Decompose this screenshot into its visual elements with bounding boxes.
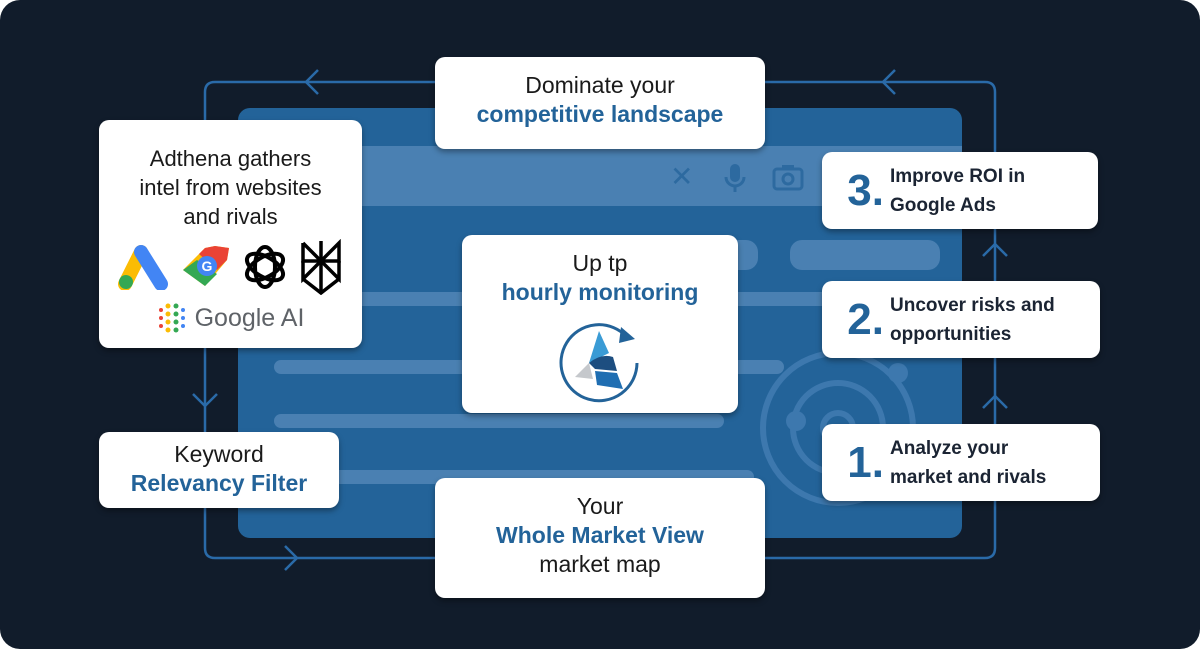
card-whole-market-view: Your Whole Market View market map — [435, 478, 765, 598]
card-hourly-monitoring: Up tp hourly monitoring — [462, 235, 738, 413]
step-text: Google Ads — [890, 194, 996, 216]
step-1-card: 1. Analyze your market and rivals — [822, 424, 1100, 501]
arrow-up-icon — [982, 242, 1008, 257]
step-3-card: 3. Improve ROI in Google Ads — [822, 152, 1098, 229]
microphone-icon — [722, 163, 748, 198]
card-highlight: Whole Market View — [496, 522, 704, 548]
card-line: Up tp — [572, 250, 628, 276]
step-text: opportunities — [890, 323, 1012, 345]
google-ai-label: Google AI — [194, 303, 305, 332]
svg-text:G: G — [201, 258, 212, 274]
arrow-left-icon — [304, 69, 319, 95]
card-line: intel from websites — [139, 175, 322, 200]
card-highlight: Relevancy Filter — [130, 470, 308, 496]
card-highlight: hourly monitoring — [501, 279, 699, 305]
card-line: Adthena gathers — [149, 146, 312, 171]
google-merchant-icon: G — [182, 246, 229, 286]
placeholder-bar — [790, 240, 940, 270]
card-line: Keyword — [174, 441, 264, 467]
placeholder-bar — [274, 414, 724, 428]
close-icon: ✕ — [670, 161, 694, 192]
openai-icon — [244, 245, 285, 289]
google-ai-dots-icon — [158, 303, 185, 333]
google-ads-icon — [117, 245, 168, 290]
step-text: Improve ROI in — [890, 165, 1026, 187]
step-text: market and rivals — [890, 466, 1047, 488]
card-line: market map — [539, 551, 661, 577]
step-number: 2. — [847, 294, 884, 344]
source-logos: G — [99, 239, 362, 295]
arrow-left-icon — [881, 69, 896, 95]
card-line: Dominate your — [525, 72, 675, 98]
camera-icon — [772, 163, 804, 196]
step-2-card: 2. Uncover risks and opportunities — [822, 281, 1100, 358]
card-competitive-landscape: Dominate your competitive landscape — [435, 57, 765, 149]
step-text: Analyze your — [890, 437, 1009, 459]
arrow-up-icon — [982, 394, 1008, 409]
card-line: Your — [576, 493, 624, 519]
google-ai-logo: Google AI — [99, 301, 362, 335]
card-line: and rivals — [183, 204, 278, 229]
step-number: 3. — [847, 165, 884, 215]
step-text: Uncover risks and — [890, 294, 1055, 316]
card-keyword-filter: Keyword Relevancy Filter — [99, 432, 339, 508]
step-number: 1. — [847, 437, 884, 487]
perplexity-icon — [300, 239, 341, 295]
adthena-logo-refresh-icon — [559, 323, 639, 403]
arrow-right-icon — [284, 545, 299, 571]
card-highlight: competitive landscape — [476, 101, 724, 127]
arrow-down-icon — [192, 393, 218, 408]
card-data-sources: Adthena gathers intel from websites and … — [99, 120, 362, 348]
